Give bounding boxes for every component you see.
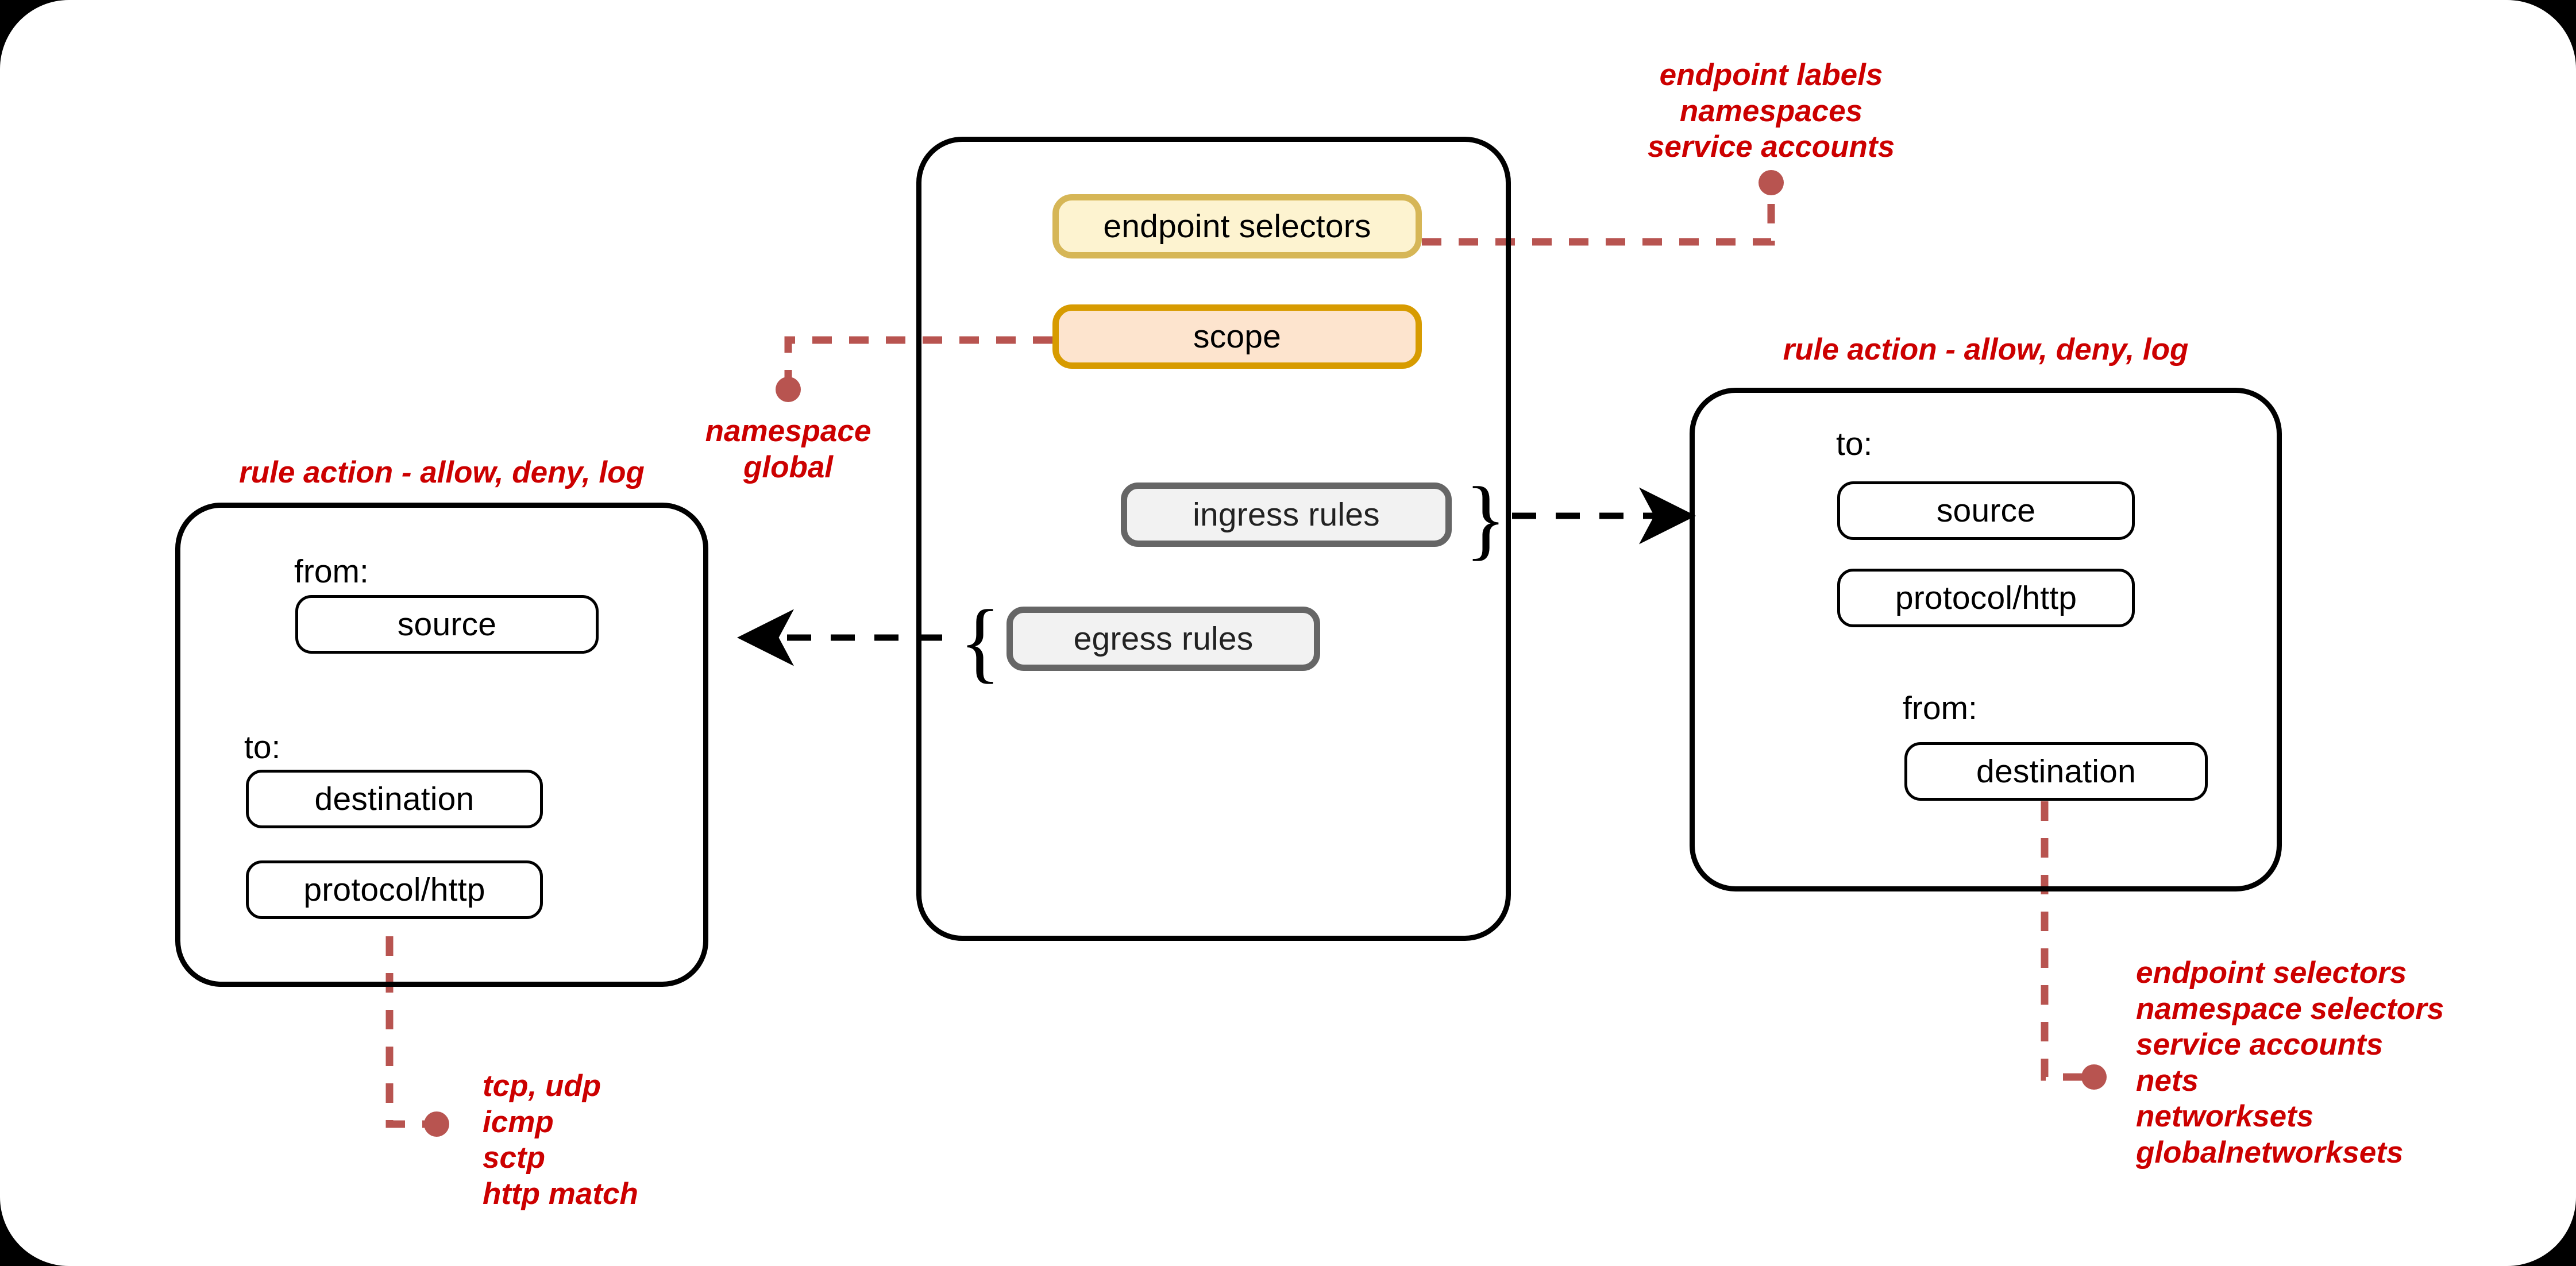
right-protocol-box[interactable]: protocol/http [1837,569,2135,627]
right-from-caption: from: [1903,690,1977,727]
policy-group-center [916,137,1511,941]
ingress-rules-box[interactable]: ingress rules [1121,483,1452,547]
scope-leader-dot [776,377,801,402]
protocol-annotation: tcp, udp icmp sctp http match [483,1069,638,1211]
left-to-caption: to: [244,729,281,766]
ingress-brace-right: } [1465,468,1506,569]
endpoint-selectors-label: endpoint selectors [1103,208,1371,245]
scope-annotation: namespace global [705,414,871,484]
right-destination-box[interactable]: destination [1904,742,2208,801]
left-rule-action-annotation: rule action - allow, deny, log [239,456,645,489]
endpoint-selectors-annotation: endpoint labels namespaces service accou… [1647,58,1895,164]
policy-group-left [175,503,708,987]
endpoint-selectors-leader-dot [1759,170,1784,195]
left-protocol-label: protocol/http [303,871,485,908]
scope-box[interactable]: scope [1052,304,1422,369]
left-destination-box[interactable]: destination [246,770,543,828]
policy-group-right [1690,388,2282,891]
right-protocol-label: protocol/http [1895,580,2077,616]
endpoint-selectors-box[interactable]: endpoint selectors [1052,194,1422,258]
egress-rules-label: egress rules [1073,620,1254,657]
left-source-label: source [397,606,497,643]
egress-rules-box[interactable]: egress rules [1007,607,1320,671]
left-destination-label: destination [314,781,475,817]
left-source-box[interactable]: source [295,595,599,654]
scope-label: scope [1193,318,1282,355]
ingress-rules-label: ingress rules [1193,496,1380,533]
destination-annotation: endpoint selectors namespace selectors s… [2136,956,2444,1169]
right-destination-label: destination [1976,753,2136,790]
protocol-leader-dot [424,1111,449,1137]
left-from-caption: from: [294,553,369,590]
right-rule-action-annotation: rule action - allow, deny, log [1783,333,2189,366]
right-source-box[interactable]: source [1837,481,2135,540]
right-source-label: source [1936,492,2036,529]
left-protocol-box[interactable]: protocol/http [246,860,543,919]
egress-brace-left: { [959,591,1001,692]
destination-leader-dot [2081,1064,2107,1090]
right-to-caption: to: [1836,426,1873,462]
